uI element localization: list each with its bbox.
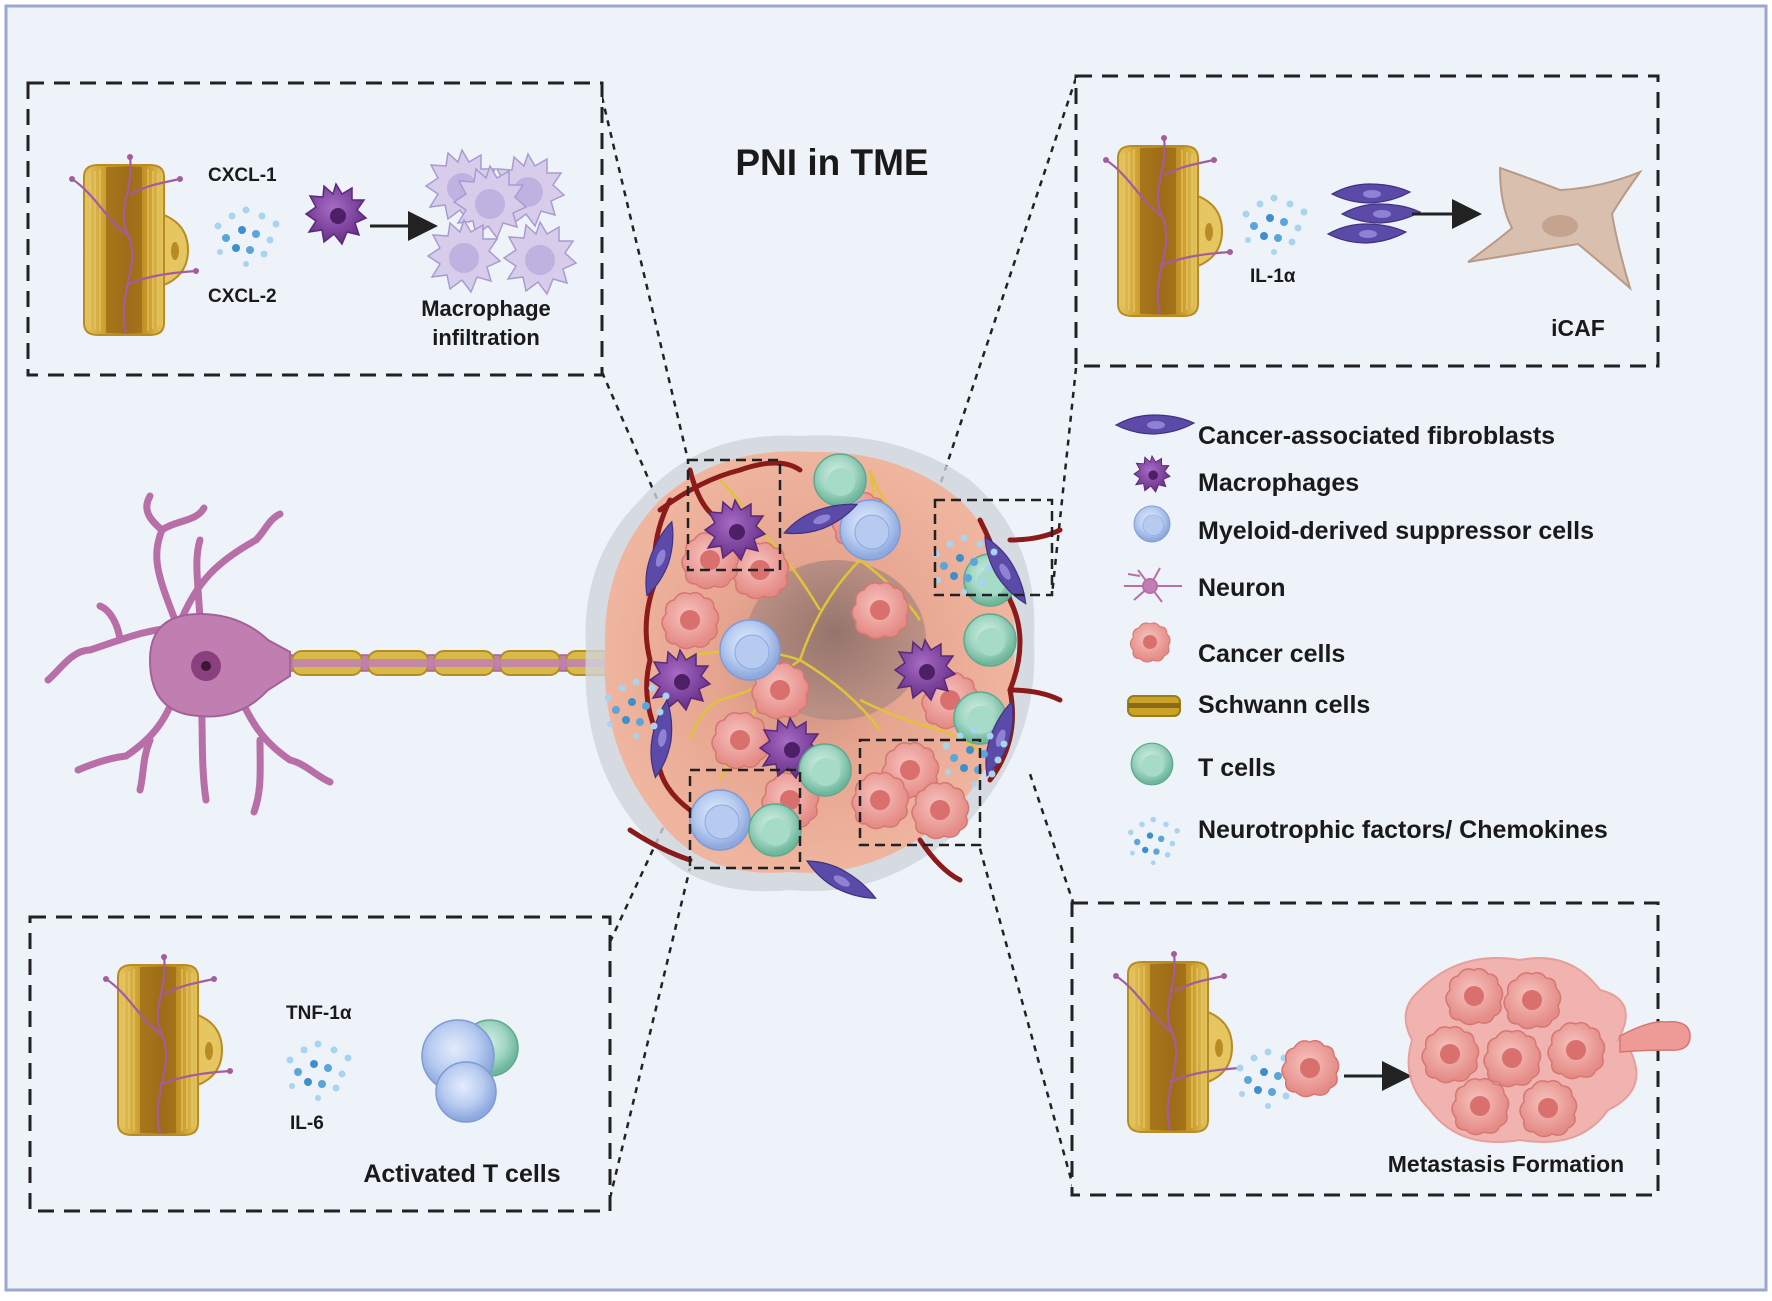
neuron-icon bbox=[1124, 567, 1182, 603]
legend-label: Myeloid-derived suppressor cells bbox=[1198, 517, 1594, 545]
legend-label: T cells bbox=[1198, 754, 1276, 782]
legend: Cancer-associated fibroblasts Macrophage… bbox=[1115, 414, 1608, 866]
tumor-microenvironment bbox=[585, 435, 1063, 909]
caption-macrophage-line1: Macrophage bbox=[421, 296, 551, 321]
legend-label: Neuron bbox=[1198, 574, 1286, 602]
schwann-cell-icon bbox=[1127, 695, 1181, 717]
t-cell-icon bbox=[1130, 742, 1174, 786]
cancer-cell-icon bbox=[1281, 1039, 1340, 1098]
legend-label: Macrophages bbox=[1198, 469, 1359, 497]
caption-activated-t-cells: Activated T cells bbox=[363, 1160, 560, 1188]
caption-icaf: iCAF bbox=[1551, 315, 1605, 341]
panel-top-left-content: CXCL-1 CXCL-2 Macrophage infiltration bbox=[67, 149, 577, 350]
label-tnf1a: TNF-1α bbox=[286, 1003, 352, 1024]
legend-item: Neurotrophic factors/ Chemokines bbox=[1128, 816, 1608, 866]
label-il1a: IL-1α bbox=[1250, 266, 1296, 287]
mdsc-icon bbox=[1133, 505, 1171, 543]
legend-item: Cancer-associated fibroblasts bbox=[1115, 414, 1555, 450]
activated-t-cells-icon bbox=[421, 1019, 519, 1123]
legend-item: Myeloid-derived suppressor cells bbox=[1133, 505, 1594, 545]
label-cxcl2: CXCL-2 bbox=[208, 286, 277, 307]
label-il6: IL-6 bbox=[290, 1113, 324, 1134]
caption-macrophage-line2: infiltration bbox=[432, 325, 540, 350]
legend-item: T cells bbox=[1130, 742, 1276, 786]
panel-bottom-right-content: Metastasis Formation bbox=[1111, 949, 1691, 1177]
legend-label: Cancer cells bbox=[1198, 640, 1345, 668]
metastasis-cluster-icon bbox=[1404, 957, 1691, 1143]
legend-label: Cancer-associated fibroblasts bbox=[1198, 422, 1555, 450]
label-cxcl1: CXCL-1 bbox=[208, 165, 277, 186]
panel-bottom-left-content: TNF-1α IL-6 Activated T cells bbox=[101, 952, 561, 1188]
legend-label: Neurotrophic factors/ Chemokines bbox=[1198, 816, 1608, 844]
legend-label: Schwann cells bbox=[1198, 691, 1370, 719]
legend-item: Cancer cells bbox=[1129, 622, 1345, 668]
legend-item: Schwann cells bbox=[1127, 691, 1370, 719]
cancer-cell-icon bbox=[1129, 622, 1171, 663]
figure-title: PNI in TME bbox=[735, 142, 928, 183]
caption-metastasis: Metastasis Formation bbox=[1388, 1151, 1624, 1177]
panel-top-right-content: IL-1α iCAF bbox=[1101, 133, 1643, 341]
neuron-illustration bbox=[44, 492, 671, 816]
legend-item: Neuron bbox=[1124, 567, 1286, 603]
legend-item: Macrophages bbox=[1133, 455, 1359, 497]
